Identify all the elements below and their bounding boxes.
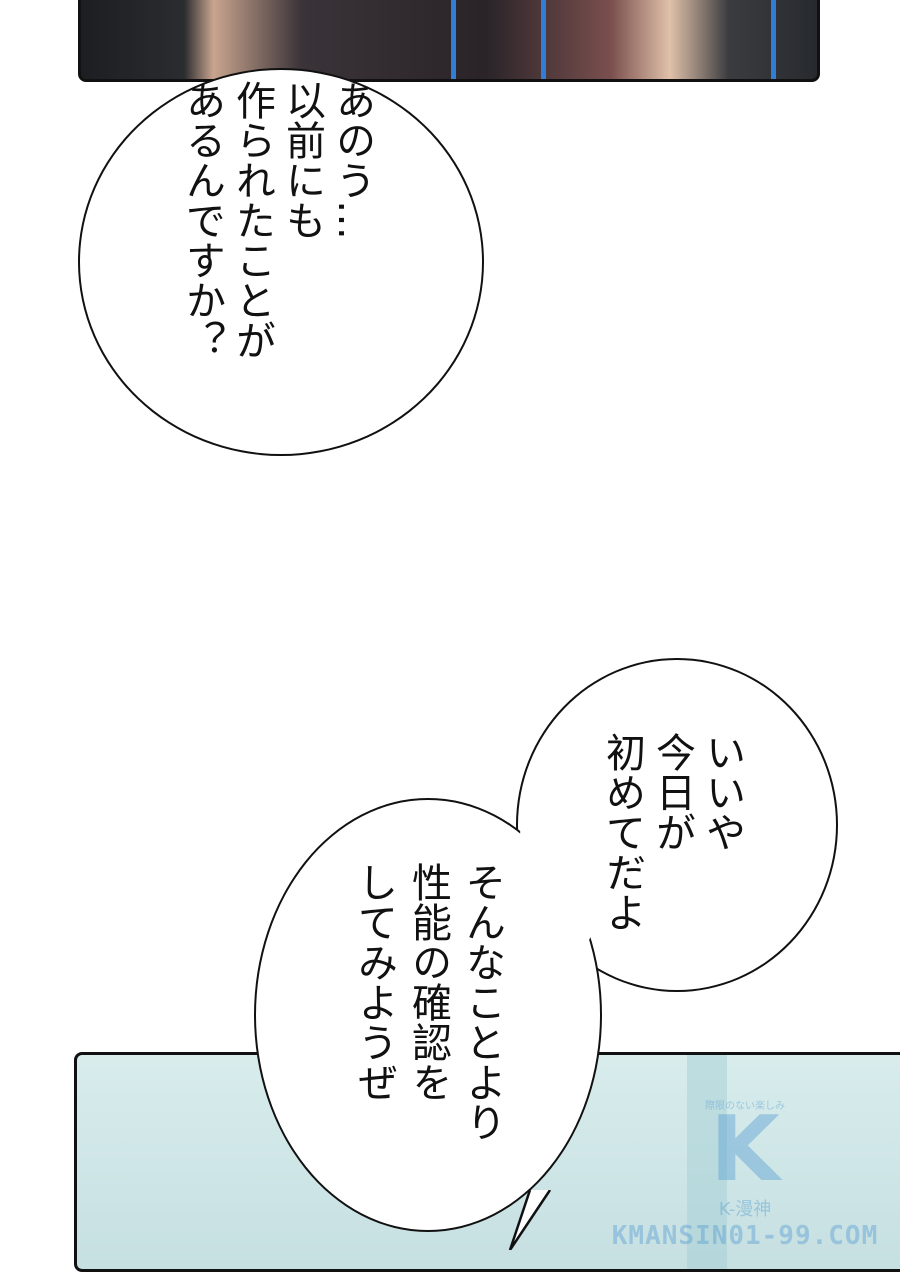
bubble-2-line-3: 初めてだよ: [599, 732, 645, 932]
watermark-sub: K-漫神: [718, 1199, 772, 1220]
bubble-1-line-2: 以前にも: [279, 80, 325, 240]
bubble-2-line-2: 今日が: [649, 732, 695, 852]
blue-stripe: [541, 0, 546, 79]
speech-bubble-1: [78, 68, 484, 456]
watermark-k: K: [710, 1097, 780, 1202]
blue-stripe: [451, 0, 456, 79]
bubble-tail-fill: [378, 362, 408, 406]
bubble-2-line-1: いいや: [699, 732, 745, 852]
bubble-joint: [520, 760, 600, 960]
bubble-1-line-3: 作られたことが: [229, 80, 275, 360]
bubble-1-line-4: あるんですか？: [179, 80, 225, 360]
blue-stripe: [771, 0, 776, 79]
bubble-3-line-3: してみようぜ: [351, 862, 397, 1102]
top-comic-panel: [78, 0, 820, 82]
bubble-3-line-2: 性能の確認を: [405, 862, 451, 1102]
bubble-1-line-1: あのう…: [329, 80, 375, 240]
background-pillar: [687, 1055, 727, 1269]
bubble-3-line-1: そんなことより: [459, 862, 505, 1142]
watermark-logo: 際限のない楽しみ K K-漫神 KMANSIN01-99.COM: [590, 1097, 900, 1251]
bubble-tail: [508, 1190, 552, 1250]
watermark-tagline: 際限のない楽しみ: [705, 1101, 785, 1112]
watermark-site: KMANSIN01-99.COM: [611, 1221, 879, 1251]
